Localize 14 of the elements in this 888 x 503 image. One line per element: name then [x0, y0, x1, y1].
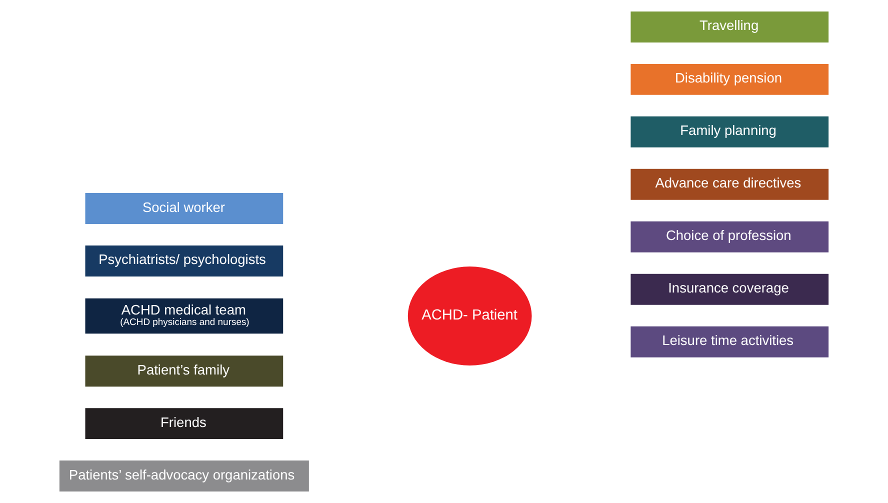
node-box: Advance care directives [630, 168, 829, 200]
node-box: Friends [85, 408, 284, 440]
node-box: Social worker [85, 193, 284, 224]
node-box: Travelling [630, 11, 829, 42]
node-ellipse: ACHD- Patient [408, 266, 532, 366]
node-box: Family planning [630, 116, 829, 148]
node-box: Patient’s family [85, 356, 284, 387]
node-box: Psychiatrists/ psychologists [85, 245, 284, 276]
node-box: Insurance coverage [630, 274, 829, 305]
node-box: Leisure time activities [630, 326, 829, 358]
node-box: Disability pension [630, 64, 829, 95]
node-box: Patients’ self-advocacy organizations [59, 460, 309, 492]
node-box: ACHD medical team (ACHD physicians and nurses) [85, 298, 284, 334]
node-box: Choice of profession [630, 221, 829, 252]
